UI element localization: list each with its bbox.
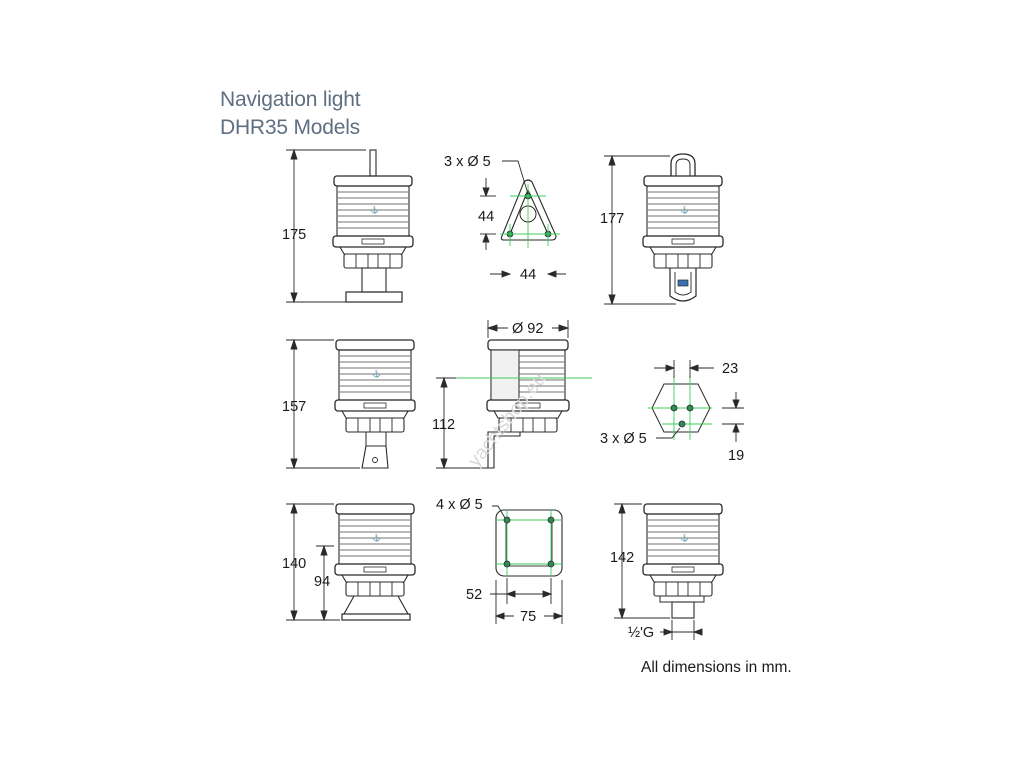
dim-44-horizontal — [490, 270, 566, 278]
dim-92-label-front: Ø 92 — [512, 321, 543, 337]
holes-4x5-label: 4 x Ø 5 — [436, 497, 483, 513]
dim-140 — [286, 502, 340, 622]
holes-3x5-top-label: 3 x Ø 5 — [444, 154, 491, 170]
lantern-bottom-bracket — [334, 339, 416, 469]
dim-thread — [660, 620, 703, 640]
dim-44-vertical — [480, 178, 496, 250]
dim-52-label: 52 — [466, 587, 482, 603]
leader-line — [656, 427, 681, 439]
dim-75-label: 75 — [520, 609, 536, 625]
holes-3x5-mid-label: 3 x Ø 5 — [600, 431, 647, 447]
dim-112 — [436, 376, 488, 470]
lantern-threaded-base — [642, 503, 724, 619]
lantern-side-bracket — [450, 339, 592, 469]
dim-23-label: 23 — [722, 361, 738, 377]
lantern-pole-mount — [332, 149, 414, 303]
dim-142-label: 142 — [610, 550, 634, 566]
dim-177-label: 177 — [600, 211, 624, 227]
dim-thread-label: ½'G — [628, 625, 654, 641]
dim-19 — [722, 392, 744, 442]
dim-44-horizontal-label: 44 — [520, 267, 536, 283]
square-base-plate — [495, 509, 563, 577]
units-note: All dimensions in mm. — [641, 659, 792, 676]
leader-line — [502, 160, 529, 195]
dim-44-vertical-label: 44 — [478, 209, 494, 225]
dim-52 — [490, 578, 553, 604]
dim-140-label: 140 — [282, 556, 306, 572]
bracket-hole-pattern — [648, 376, 712, 440]
dim-142 — [614, 502, 670, 620]
dim-157-label: 157 — [282, 399, 306, 415]
lantern-hanging — [642, 153, 724, 302]
dim-94-label: 94 — [314, 574, 330, 590]
lantern-deck-base — [334, 503, 416, 621]
dim-112-label: 112 — [432, 417, 455, 433]
title-line-1: Navigation light — [220, 88, 361, 111]
title-line-2: DHR35 Models — [220, 116, 360, 139]
dim-175 — [286, 148, 366, 304]
triangle-plate — [500, 179, 560, 248]
dim-175-label: 175 — [282, 227, 306, 243]
dim-23 — [654, 360, 714, 378]
dim-19-label: 19 — [728, 448, 744, 464]
dim-177 — [604, 154, 676, 306]
dim-94 — [316, 544, 334, 622]
label-backing — [508, 321, 552, 337]
dim-157 — [286, 338, 360, 470]
leader-line — [492, 505, 506, 519]
dim-75 — [494, 580, 564, 624]
